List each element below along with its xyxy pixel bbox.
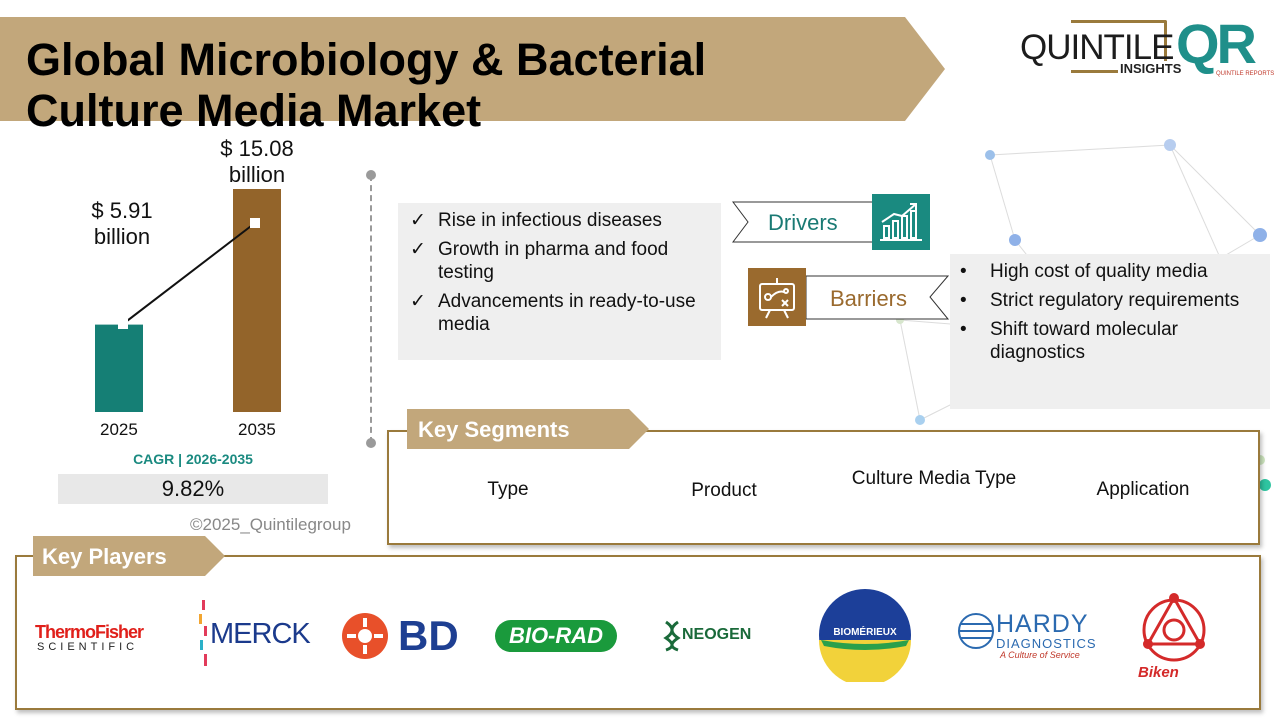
hardy-logo-subtext: DIAGNOSTICS <box>996 636 1097 651</box>
trend-line <box>122 222 256 325</box>
key-segments-panel <box>387 430 1260 545</box>
barrier-item-text: High cost of quality media <box>990 261 1208 282</box>
logo-qr-mark: QR <box>1176 12 1257 75</box>
key-players-tab: Key Players <box>33 536 228 576</box>
cagr-label: CAGR | 2026-2035 <box>133 451 253 467</box>
barrier-item: • Strict regulatory requirements <box>950 289 1270 312</box>
merck-logo-text: MERCK <box>210 618 311 650</box>
divider-dot-bottom <box>366 438 376 448</box>
key-players-label: Key Players <box>42 544 167 569</box>
barriers-tag-shape <box>806 275 950 320</box>
cagr-value: 9.82% <box>58 474 328 504</box>
logo-company-name: QUINTILE <box>1020 28 1174 67</box>
drivers-tag-shape <box>732 201 878 243</box>
key-players-panel <box>15 555 1261 710</box>
bd-logo-text: BD <box>398 612 459 659</box>
segment-type: Type <box>487 479 529 500</box>
value-label-2025: $ 5.91 billion <box>72 198 172 250</box>
driver-item: ✓ Rise in infectious diseases <box>398 209 721 232</box>
segment-culture-media-type: Culture Media Type <box>851 468 1017 489</box>
barrier-item-text: Strict regulatory requirements <box>990 290 1240 311</box>
dashed-divider <box>370 175 372 443</box>
key-segments-tab-shape <box>407 409 649 449</box>
market-size-chart <box>95 189 281 412</box>
growth-chart-icon <box>872 194 930 250</box>
barrier-item-text: Shift toward molecular diagnostics <box>990 319 1178 363</box>
trend-point-2025 <box>118 319 128 329</box>
barriers-label: Barriers <box>830 286 908 311</box>
page-title-line-2: Culture Media Market <box>26 85 482 136</box>
bar-2025 <box>95 324 143 412</box>
page-title-line-1: Global Microbiology & Bacterial <box>26 34 707 85</box>
trend-point-2035 <box>250 218 260 228</box>
driver-item: ✓ Growth in pharma and food testing <box>398 238 721 284</box>
divider-dot-top <box>366 170 376 180</box>
value-label-2035: $ 15.08 billion <box>202 136 312 188</box>
barrier-item: • High cost of quality media <box>950 260 1270 283</box>
barriers-tag: Barriers <box>806 275 951 320</box>
barrier-item: • Shift toward molecular diagnostics <box>950 318 1270 364</box>
check-icon: ✓ <box>410 239 426 260</box>
segment-application: Application <box>1096 479 1190 500</box>
bullet-icon: • <box>960 290 967 311</box>
neogen-logo-text: NEOGEN <box>682 626 752 643</box>
drivers-label: Drivers <box>768 210 838 235</box>
biken-logo-text: Biken <box>1138 664 1179 681</box>
copyright-text: ©2025_Quintilegroup <box>190 515 351 534</box>
driver-item-text: Growth in pharma and food testing <box>438 239 669 283</box>
biorad-logo: BIO-RAD <box>495 620 617 652</box>
value-label-2025-unit: billion <box>93 224 151 249</box>
check-icon: ✓ <box>410 291 426 312</box>
biomerieux-logo: BIOMÉRIEUX <box>819 589 911 682</box>
bullet-icon: • <box>960 261 967 282</box>
check-icon: ✓ <box>410 210 426 231</box>
hardy-globe-icon <box>958 613 994 649</box>
segment-product: Product <box>691 480 757 501</box>
driver-item: ✓ Advancements in ready-to-use media <box>398 290 721 336</box>
key-players-tab-shape <box>33 536 225 576</box>
drivers-tag: Drivers <box>732 201 892 243</box>
hardy-logo-tagline: A Culture of Service <box>1000 650 1080 660</box>
logo-insights: INSIGHTS <box>1118 61 1184 76</box>
quintile-logo: QUINTILE INSIGHTS QR QUINTILE REPORTS <box>1018 14 1280 80</box>
merck-logo-mark <box>199 600 207 666</box>
bullet-icon: • <box>960 319 967 340</box>
neogen-logo-mark <box>663 620 681 652</box>
value-label-2035-amount: $ 15.08 <box>220 136 294 161</box>
bd-logo-mark <box>342 613 388 659</box>
strategy-board-icon <box>748 268 806 326</box>
driver-item-text: Advancements in ready-to-use media <box>438 291 696 335</box>
year-label-2025: 2025 <box>100 420 138 439</box>
key-segments-tab: Key Segments <box>407 409 652 449</box>
biomerieux-logo-text: BIOMÉRIEUX <box>833 625 897 638</box>
value-label-2025-amount: $ 5.91 <box>91 198 153 223</box>
value-label-2035-unit: billion <box>228 162 286 187</box>
title-banner-shape <box>0 17 945 121</box>
title-banner: Global Microbiology & Bacterial Culture … <box>0 17 945 136</box>
barriers-box: • High cost of quality media • Strict regu… <box>950 254 1270 409</box>
drivers-box: ✓ Rise in infectious diseases ✓ Growth in … <box>398 203 721 360</box>
drivers-list: ✓ Rise in infectious diseases ✓ Growth in … <box>398 209 721 336</box>
barriers-list: • High cost of quality media • Strict regu… <box>950 260 1270 364</box>
hardy-logo-text: HARDY <box>996 610 1089 638</box>
thermofisher-logo-text: ThermoFisher <box>35 622 144 642</box>
logo-qr-sub: QUINTILE REPORTS <box>1216 71 1275 77</box>
page-title: Global Microbiology & Bacterial Culture … <box>26 34 706 136</box>
thermofisher-logo-subtext: SCIENTIFIC <box>37 641 139 653</box>
driver-item-text: Rise in infectious diseases <box>438 210 662 231</box>
biken-logo-mark <box>1142 593 1206 662</box>
key-segments-label: Key Segments <box>418 417 570 442</box>
year-label-2035: 2035 <box>238 420 276 439</box>
